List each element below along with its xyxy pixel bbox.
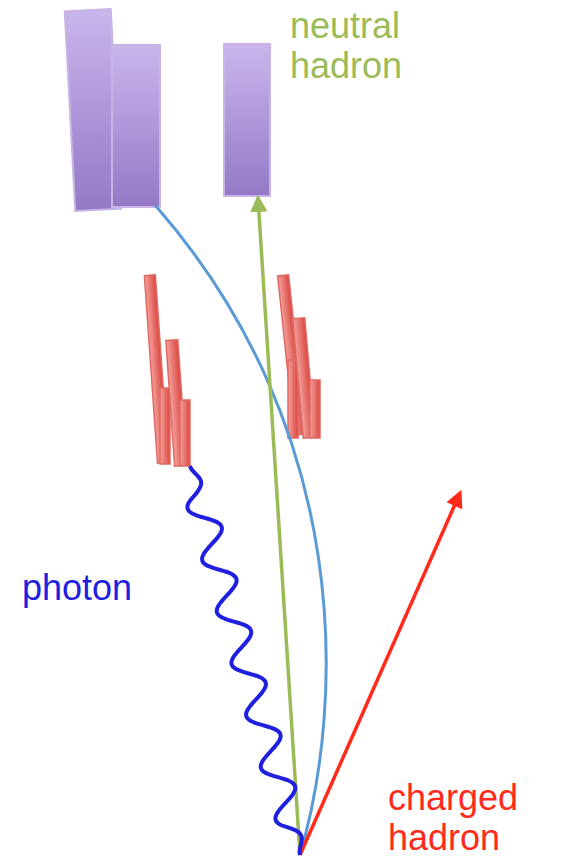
particle-label: charged hadron <box>388 778 568 857</box>
particle-label: neutral hadron <box>290 6 470 85</box>
photon-wave <box>187 466 301 855</box>
particle-label: photon <box>22 568 172 608</box>
ecal-tower <box>144 275 320 466</box>
charged-track <box>155 205 326 855</box>
hcal-tower <box>65 9 270 211</box>
